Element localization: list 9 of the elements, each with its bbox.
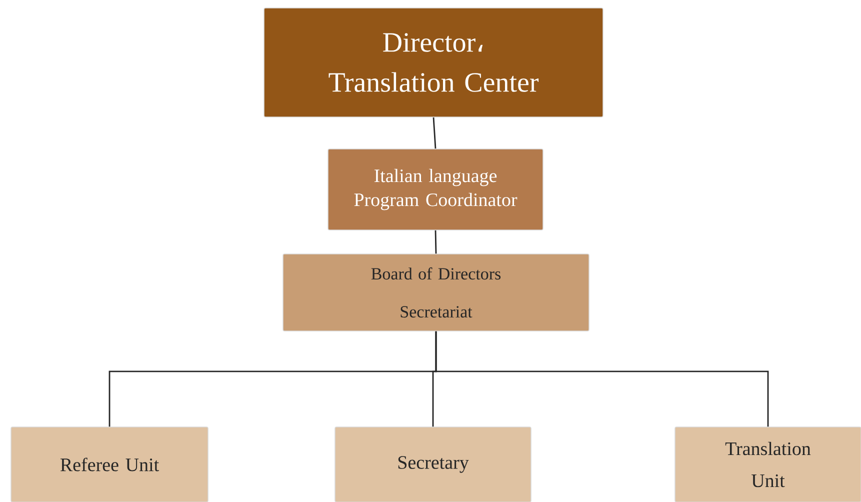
role-box: Italian language Program Coordinator [328,148,544,230]
title-box: Director، Translation Center [264,8,604,118]
unit-box: Translation Unit [674,426,861,502]
unit-box: Secretary [334,426,532,502]
role-box: Board of Directors Secretariat [282,254,590,332]
connector-line [435,331,769,427]
connector-line [434,230,437,254]
unit-box: Referee Unit [10,426,208,502]
connector-line [432,117,436,149]
